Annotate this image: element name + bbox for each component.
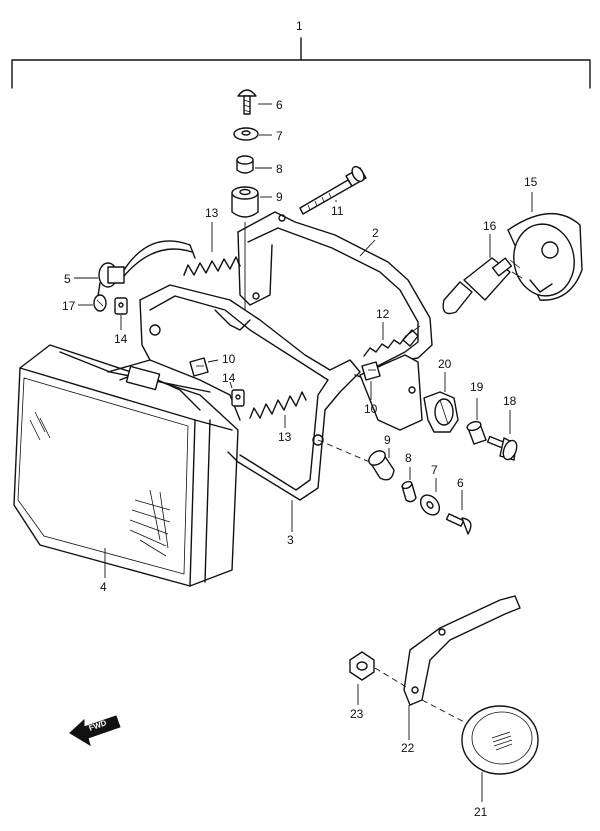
callout-6b: 6 <box>457 476 464 490</box>
collar-8-right: 8 <box>401 451 417 503</box>
callout-7b: 7 <box>431 463 438 477</box>
callout-10b: 10 <box>364 402 378 416</box>
callout-22: 22 <box>401 741 415 755</box>
callout-8a: 8 <box>276 162 283 176</box>
reflector-texture <box>491 731 513 751</box>
assembly-line <box>317 439 373 464</box>
spring-13-bottom: 13 <box>249 391 307 444</box>
top-collar-8: 8 <box>236 155 283 176</box>
callout-2: 2 <box>372 226 379 240</box>
pilot-bulb-17: 17 <box>62 294 107 313</box>
bolt-11: 11 <box>299 165 367 218</box>
screw-6-right: 6 <box>445 476 472 535</box>
spring-13-top: 13 <box>183 206 241 276</box>
callout-5: 5 <box>64 272 71 286</box>
reflector-assembly-line <box>374 667 409 689</box>
callout-7a: 7 <box>276 129 283 143</box>
callout-14a: 14 <box>114 332 128 346</box>
clip-14-right: 14 <box>222 371 245 407</box>
reflector-nut-23: 23 <box>349 651 375 721</box>
clip-14-left: 14 <box>114 297 128 346</box>
top-washer-7: 7 <box>233 127 283 143</box>
headlamp-housing: 3 <box>139 284 361 547</box>
socket-cover-15: 15 <box>507 175 583 301</box>
lens-pattern-hatch <box>129 489 171 557</box>
clip-nut-10-left: 10 <box>189 352 236 377</box>
callout-15: 15 <box>524 175 538 189</box>
callout-3: 3 <box>287 533 294 547</box>
assembly-bracket: 1 <box>11 19 591 89</box>
callout-9b: 9 <box>384 433 391 447</box>
callout-10a: 10 <box>222 352 236 366</box>
callout-19: 19 <box>470 380 484 394</box>
headlamp-bulb-16: 16 <box>442 219 523 315</box>
top-cushion-9: 9 <box>231 186 283 310</box>
forward-direction-arrow: FWD <box>69 715 121 747</box>
washer-7-right: 7 <box>419 463 441 516</box>
callout-14b: 14 <box>222 371 236 385</box>
callout-18: 18 <box>503 394 517 408</box>
callout-11: 11 <box>331 204 344 218</box>
callout-17: 17 <box>62 299 76 313</box>
callout-12: 12 <box>376 307 390 321</box>
bushing-19: 19 <box>466 380 487 445</box>
callout-1: 1 <box>296 19 303 33</box>
reflector-21: 21 <box>461 705 539 819</box>
callout-6a: 6 <box>276 98 283 112</box>
callout-16: 16 <box>483 219 497 233</box>
callout-8b: 8 <box>405 451 412 465</box>
callout-13a: 13 <box>205 206 219 220</box>
callout-13b: 13 <box>278 430 292 444</box>
adjuster-gear-20: 20 <box>423 357 459 433</box>
headlamp-lens-unit: 4 <box>13 344 241 594</box>
socket-harness-5: 5 <box>64 240 196 297</box>
callout-20: 20 <box>438 357 452 371</box>
callout-4: 4 <box>100 580 107 594</box>
cushion-9-right: 9 <box>368 433 395 481</box>
reflector-bracket-22: 22 <box>401 595 521 755</box>
headlamp-frame: 2 <box>237 211 433 381</box>
callout-23: 23 <box>350 707 364 721</box>
reflector-assembly-line-2 <box>421 699 471 726</box>
adjuster-screw-12: 12 <box>363 307 421 357</box>
callout-9a: 9 <box>276 190 283 204</box>
callout-21: 21 <box>474 805 488 819</box>
top-screw-6: 6 <box>237 89 283 115</box>
flange-bolt-18: 18 <box>486 394 518 461</box>
clip-nut-10-right: 10 <box>361 361 381 416</box>
